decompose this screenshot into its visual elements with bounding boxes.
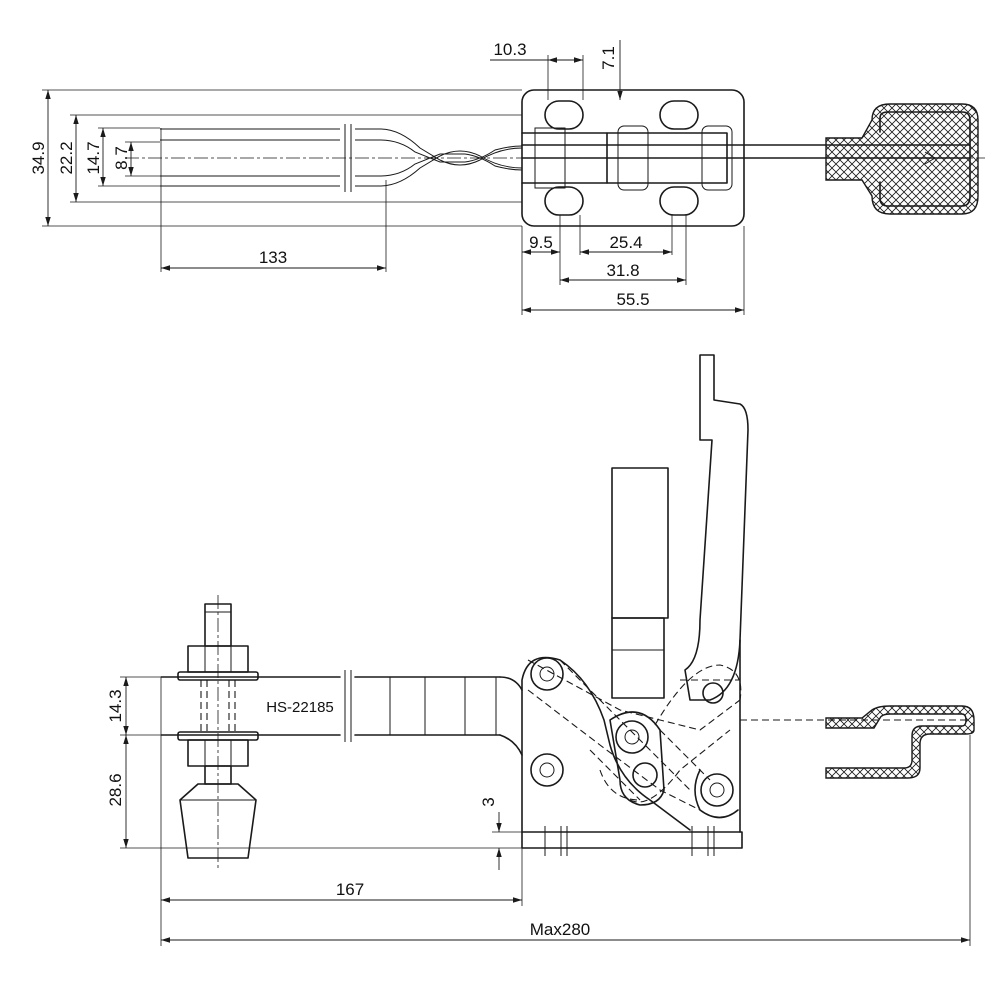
dim-base-length: 55.5 [616,290,649,309]
mounting-slots [544,100,699,216]
side-view-dimensions: 14.3 28.6 3 167 Max280 [106,676,971,946]
dim-bar-width: 8.7 [112,146,131,170]
top-view-dimensions: 34.9 22.2 14.7 8.7 133 10.3 7.1 9.5 [29,40,745,315]
dim-edge-offset: 9.5 [529,233,553,252]
clamp-spindle [177,595,259,870]
top-view: 34.9 22.2 14.7 8.7 133 10.3 7.1 9.5 [29,40,985,315]
pressing-arm-top [160,124,523,272]
closed-position-hidden-lines [527,659,970,811]
side-view: HS-22185 [106,354,975,946]
dim-inner-width: 14.7 [84,141,103,174]
dim-slot-offset: 7.1 [599,46,618,70]
base-plate-side [521,826,743,856]
dim-hole-pitch-a: 25.4 [609,233,642,252]
dim-slot-width: 10.3 [493,40,526,59]
dim-arm-length: 133 [259,248,287,267]
dim-max-length: Max280 [530,920,590,939]
dim-hole-pitch-b: 31.8 [606,261,639,280]
dim-slot-spacing: 22.2 [57,141,76,174]
dim-arm-clearance: 28.6 [106,773,125,806]
dim-overall-height: 34.9 [29,141,48,174]
clamp-body-side [521,656,691,833]
handle-side-upright [611,354,749,701]
linkage-pivots [530,657,739,819]
pressing-arm-side: HS-22185 [160,670,523,756]
handle-side-closed [825,705,975,779]
model-label: HS-22185 [266,699,334,716]
dim-base-thickness: 3 [479,797,498,806]
dim-reach: 167 [336,880,364,899]
handle-grip-top [825,103,979,215]
dim-spindle-height: 14.3 [106,689,125,722]
